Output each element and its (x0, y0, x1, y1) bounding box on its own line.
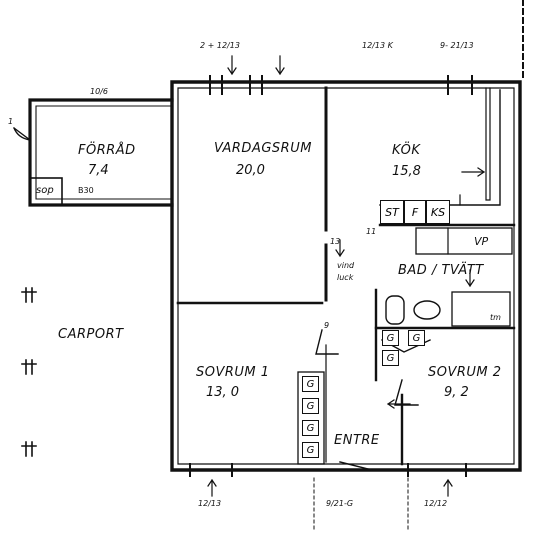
annotation-door-13: 13 (330, 237, 341, 246)
annotation-door-1: 1 (8, 117, 14, 126)
arrow-hall (335, 239, 345, 258)
storage-wall (28, 98, 174, 207)
arrow-bottom-left (207, 478, 217, 497)
room-label-entre: ENTRE (334, 433, 380, 448)
sop-label: sop (36, 185, 54, 196)
vind-label: vind (337, 261, 355, 270)
annotation-bottom-mid: 9/21-G (326, 499, 354, 508)
arrow-top-2 (275, 55, 285, 76)
room-label-kok: KÖK (392, 143, 421, 158)
annotation-bottom-right: 12/12 (424, 499, 448, 508)
arrow-bath (465, 269, 475, 288)
annotation-bottom-left: 12/13 (198, 499, 222, 508)
b30-label: B30 (78, 186, 94, 195)
room-label-sovrum1: SOVRUM 1 (196, 365, 270, 380)
room-label-sovrum2: SOVRUM 2 (428, 365, 502, 380)
annotation-door-11: 11 (366, 227, 377, 236)
door-storage (13, 127, 31, 141)
shower-area (451, 291, 511, 327)
annotation-top-left: 2 + 12/13 (200, 41, 240, 50)
fridge-box: F (404, 200, 426, 224)
room-area-vardagsrum: 20,0 (236, 163, 265, 178)
door-hall-bedroom1 (315, 329, 339, 355)
room-area-forrad: 7,4 (88, 163, 109, 178)
annotation-door-9: 9 (324, 321, 330, 330)
outer-wall (170, 80, 522, 472)
window-bottom-left (189, 463, 233, 477)
bathtub-area (415, 227, 513, 255)
wardrobe-g-bath-2: G (408, 330, 425, 346)
wardrobe-g-bath-3: G (382, 350, 399, 366)
arrow-kitchen (461, 167, 486, 177)
wardrobe-g-1: G (302, 376, 319, 392)
luck-label: luck (337, 273, 354, 282)
arrow-bedroom2 (386, 399, 411, 409)
window-top-left (209, 75, 263, 95)
annotation-forrad-top: 10/6 (90, 87, 108, 96)
room-label-carport: CARPORT (58, 327, 124, 342)
arrow-top-1 (227, 55, 237, 76)
door-bedroom2 (394, 379, 419, 406)
annotation-top-right: 9- 21/13 (440, 41, 474, 50)
room-area-sovrum1: 13, 0 (206, 385, 240, 400)
sop-box (29, 177, 63, 206)
tm-label: tm (490, 313, 501, 322)
annotation-top-mid: 12/13 K (362, 41, 393, 50)
wardrobe-g-bath-1: G (382, 330, 399, 346)
entrance-guide (313, 477, 409, 531)
room-label-bad: BAD / TVÄTT (398, 263, 484, 278)
kitchen-counter (485, 87, 491, 201)
outer-wall-inner-line (177, 87, 515, 465)
room-area-sovrum2: 9, 2 (444, 385, 469, 400)
window-top-right (447, 75, 473, 95)
storage-wall-inner (35, 105, 173, 200)
vp-label: VP (474, 235, 489, 248)
wardrobe-g-3: G (302, 420, 319, 436)
wardrobe-frame (297, 371, 325, 465)
room-label-forrad: FÖRRÅD (78, 143, 136, 158)
door-entrance (339, 461, 373, 471)
room-label-vardagsrum: VARDAGSRUM (214, 141, 312, 156)
toilet (385, 295, 405, 325)
room-area-kok: 15,8 (392, 164, 421, 179)
carport-posts (21, 287, 37, 457)
freezer-box: KS (426, 200, 450, 224)
stove-box: ST (380, 200, 404, 224)
arrow-bottom-right (443, 478, 453, 497)
sink (413, 300, 441, 320)
window-bottom-right (407, 463, 467, 477)
wardrobe-g-4: G (302, 442, 319, 458)
wardrobe-g-2: G (302, 398, 319, 414)
